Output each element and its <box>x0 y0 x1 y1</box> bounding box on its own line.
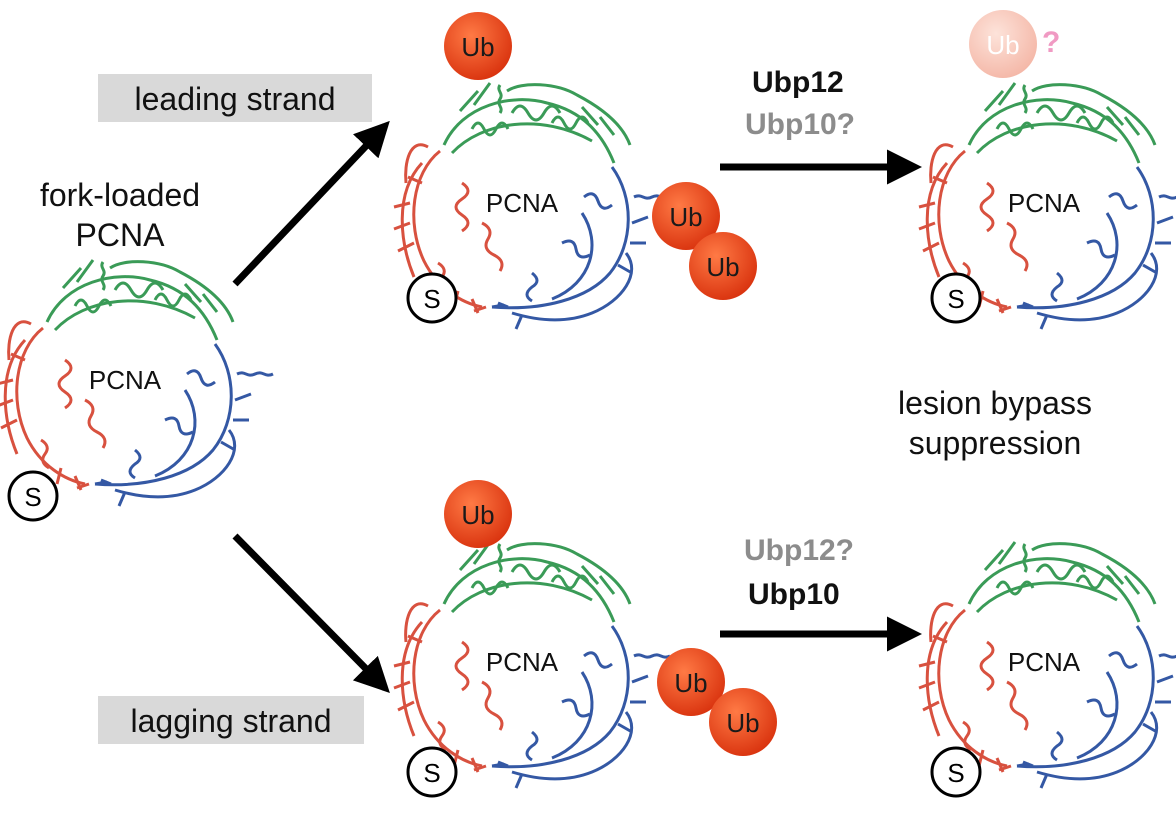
lagging-strand-label: lagging strand <box>98 696 364 744</box>
ubiquitin-bottom-1: Ub <box>444 480 512 548</box>
ubiquitin-top-2: Ub <box>652 182 720 250</box>
left-title-line1: fork-loaded <box>40 177 200 213</box>
arrow-to-lagging <box>232 533 390 693</box>
sumo-bottom: S <box>406 746 458 798</box>
pcna-ring-top-result: PCNA <box>917 81 1176 331</box>
ubiquitin-bottom-3: Ub <box>709 688 777 756</box>
svg-text:S: S <box>423 284 440 314</box>
enzyme-ubp12-top: Ubp12 <box>752 66 844 99</box>
ubiquitin-top-3: Ub <box>689 232 757 300</box>
pcna-label-left: PCNA <box>89 365 162 395</box>
svg-text:S: S <box>423 758 440 788</box>
leading-strand-label: leading strand <box>98 74 372 122</box>
svg-text:Ub: Ub <box>986 30 1019 60</box>
svg-text:Ub: Ub <box>669 202 702 232</box>
ubiquitin-faded-top: Ub <box>969 10 1037 78</box>
enzyme-ubp10-bottom: Ubp10 <box>748 578 840 611</box>
pcna-ring-bottom-result: PCNA <box>917 540 1176 790</box>
sumo-top: S <box>406 272 458 324</box>
svg-text:leading strand: leading strand <box>134 81 335 117</box>
pcna-ring-left: PCNA <box>0 258 275 508</box>
svg-text:Ub: Ub <box>461 32 494 62</box>
sumo-bottom-result: S <box>930 746 982 798</box>
question-mark: ? <box>1042 26 1060 59</box>
svg-text:S: S <box>947 284 964 314</box>
pcna-ring-bottom: PCNA <box>392 540 672 790</box>
ubiquitin-bottom-2: Ub <box>657 648 725 716</box>
pcna-label-top-result: PCNA <box>1008 188 1081 218</box>
outcome-line2: suppression <box>909 425 1082 461</box>
sumo-label-left: S <box>24 482 41 512</box>
pcna-label-bottom-result: PCNA <box>1008 647 1081 677</box>
sumo-left: S <box>7 470 59 522</box>
svg-text:Ub: Ub <box>726 708 759 738</box>
svg-text:Ub: Ub <box>674 668 707 698</box>
left-title-line2: PCNA <box>76 217 166 253</box>
left-group: fork-loaded PCNA PCNA S <box>0 177 275 522</box>
ubiquitin-top-1: Ub <box>444 12 512 80</box>
enzyme-ubp10-top: Ubp10? <box>745 108 855 141</box>
enzyme-ubp12-bottom: Ubp12? <box>744 534 854 567</box>
pcna-label-bottom: PCNA <box>486 647 559 677</box>
svg-text:Ub: Ub <box>461 500 494 530</box>
svg-text:S: S <box>947 758 964 788</box>
outcome-line1: lesion bypass <box>898 385 1092 421</box>
svg-text:Ub: Ub <box>706 252 739 282</box>
pcna-ring-top: PCNA <box>392 81 672 331</box>
svg-text:lagging strand: lagging strand <box>130 703 331 739</box>
sumo-top-result: S <box>930 272 982 324</box>
arrow-to-leading <box>232 120 390 287</box>
pcna-label-top: PCNA <box>486 188 559 218</box>
